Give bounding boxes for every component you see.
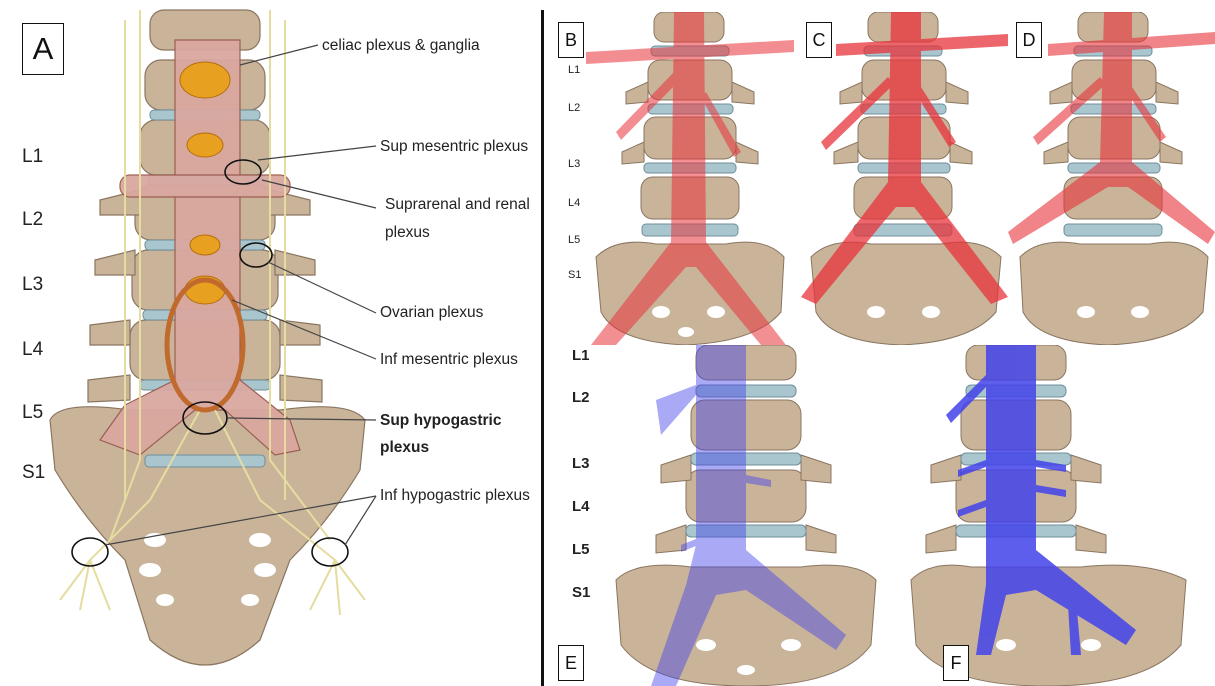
panel-a: A L1 L2 L3 L4 L5 S1 celiac plexus & gang… (0, 0, 540, 686)
panel-e-illustration (556, 345, 886, 686)
panel-divider (541, 10, 544, 686)
panel-d-illustration (1008, 12, 1215, 345)
panel-b-letter: B (558, 22, 584, 58)
callout-sup-mesentric-plexus: Sup mesentric plexus (380, 133, 528, 160)
level-label: L2 (572, 389, 590, 406)
level-label: L2 (568, 102, 580, 114)
level-label: S1 (568, 269, 581, 281)
callout-suprarenal-renal-plexus-line1: Suprarenal and renal (385, 191, 530, 218)
panel-f-illustration (886, 345, 1215, 686)
callout-suprarenal-renal-plexus-line2: plexus (385, 219, 430, 246)
callout-celiac-plexus: celiac plexus & ganglia (322, 32, 480, 59)
level-label: L4 (568, 197, 580, 209)
level-label: L4 (22, 339, 43, 361)
level-label: L1 (22, 146, 43, 168)
panel-b-illustration (556, 12, 794, 345)
callout-inf-hypogastric-plexus: Inf hypogastric plexus (380, 482, 530, 509)
panel-c-illustration (796, 12, 1008, 345)
level-label: L2 (22, 209, 43, 231)
level-label: L1 (572, 347, 590, 364)
callout-ovarian-plexus: Ovarian plexus (380, 299, 483, 326)
level-label: L4 (572, 498, 590, 515)
panel-b: B L1 L2 L3 L4 L5 S1 (556, 12, 794, 345)
level-label: L3 (22, 274, 43, 296)
level-label: L5 (22, 402, 43, 424)
panel-d-letter: D (1016, 22, 1042, 58)
panel-a-illustration (0, 0, 540, 686)
panel-d: D (1008, 12, 1215, 345)
panel-f: F (886, 345, 1215, 686)
panel-c: C (796, 12, 1008, 345)
level-label: L5 (568, 234, 580, 246)
level-label: L3 (568, 158, 580, 170)
level-label: L5 (572, 541, 590, 558)
level-label: S1 (572, 584, 590, 601)
panel-c-letter: C (806, 22, 832, 58)
panel-e: E L1 L2 L3 L4 L5 S1 (556, 345, 886, 686)
panel-a-letter: A (22, 23, 64, 75)
level-label: L3 (572, 455, 590, 472)
level-label: L1 (568, 64, 580, 76)
callout-inf-mesentric-plexus: Inf mesentric plexus (380, 346, 518, 373)
panel-f-letter: F (943, 645, 969, 681)
level-label: S1 (22, 462, 45, 484)
panel-e-letter: E (558, 645, 584, 681)
callout-sup-hypogastric-plexus: Sup hypogastric plexus (380, 407, 540, 461)
